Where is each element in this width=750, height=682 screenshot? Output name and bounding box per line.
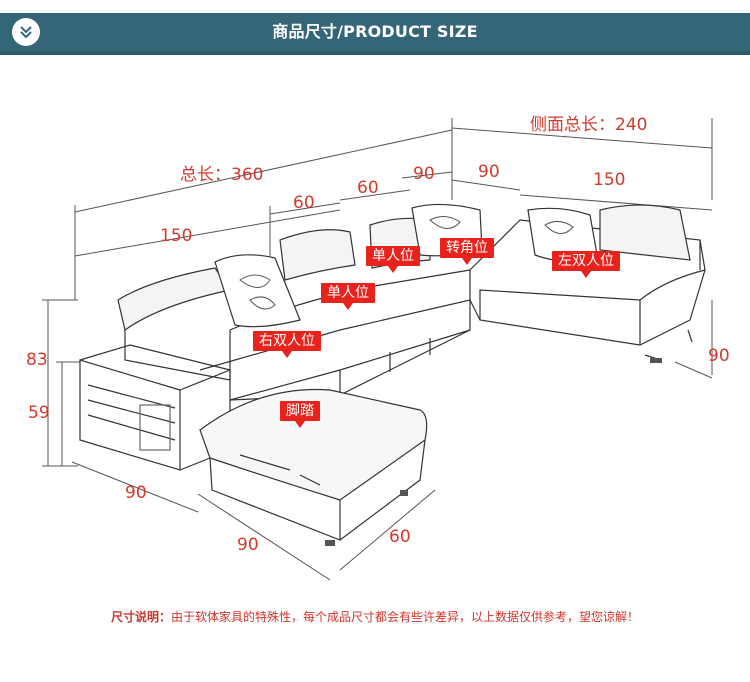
dim-total-length: 总长：360: [180, 165, 264, 185]
dim-right-depth-90: 90: [708, 346, 730, 366]
sofa-drawing: [42, 118, 713, 581]
dim-ottoman-60: 60: [389, 527, 411, 547]
size-footnote: 尺寸说明：由于软体家具的特殊性，每个成品尺寸都会有些许差异，以上数据仅供参考，望…: [0, 608, 750, 625]
dim-right-90: 90: [478, 162, 500, 182]
dim-seat-59: 59: [28, 403, 50, 423]
dim-bottom-left-90: 90: [125, 483, 147, 503]
dim-mid-90: 90: [413, 164, 435, 184]
dim-bottom-90: 90: [237, 535, 259, 555]
label-corner: 转角位: [440, 238, 494, 265]
dim-right-150: 150: [593, 170, 626, 190]
footnote-text: 由于软体家具的特殊性，每个成品尺寸都会有些许差异，以上数据仅供参考，望您谅解！: [171, 610, 640, 624]
double-chevron-down-icon: [12, 18, 40, 46]
dim-mid-60: 60: [357, 178, 379, 198]
page-title: 商品尺寸/PRODUCT SIZE: [272, 22, 478, 41]
dim-side-total: 侧面总长：240: [530, 115, 648, 135]
footnote-label: 尺寸说明：: [110, 610, 171, 624]
label-single-seat-top: 单人位: [366, 246, 420, 273]
label-footrest: 脚踏: [280, 401, 320, 428]
label-left-double: 左双人位: [552, 251, 620, 278]
dim-left-60: 60: [293, 193, 315, 213]
header-bar: 商品尺寸/PRODUCT SIZE: [0, 13, 750, 55]
label-right-double: 右双人位: [253, 331, 321, 358]
dim-height-83: 83: [26, 350, 48, 370]
label-single-seat-mid: 单人位: [321, 283, 375, 310]
dim-left-150: 150: [160, 226, 193, 246]
